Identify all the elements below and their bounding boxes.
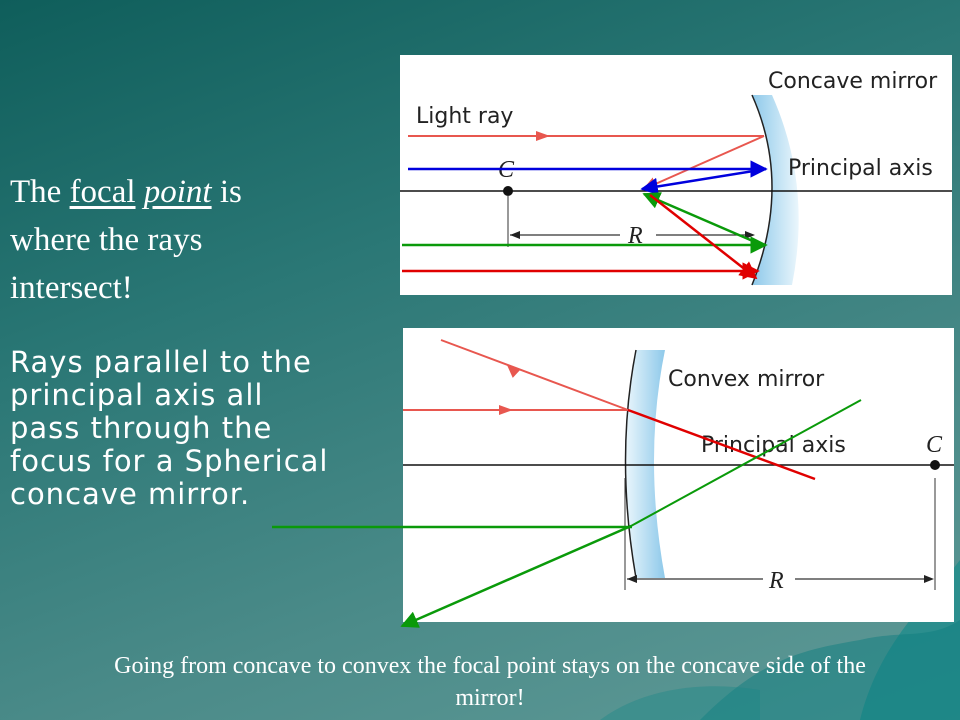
virtual-ray-red xyxy=(627,408,816,481)
principal-axis-label: Principal axis xyxy=(788,156,933,181)
point-word: point xyxy=(143,174,212,210)
reflected-ray-green xyxy=(630,399,862,527)
concave-mirror-label: Concave mirror xyxy=(768,69,938,94)
convex-mirror-diagram: C R Convex mirror Principal axis xyxy=(403,328,954,622)
convex-mirror-shape xyxy=(625,350,665,578)
center-point xyxy=(503,186,513,196)
caption: Going from concave to convex the focal p… xyxy=(114,653,866,711)
reflected-ray-blue xyxy=(640,167,767,196)
center-label: C xyxy=(926,432,943,458)
concave-mirror-diagram: C R Concave mirror Light ray Principal a… xyxy=(400,55,952,295)
concave-mirror-shape xyxy=(752,95,799,285)
explanation-text: Rays parallel to the principal axis all … xyxy=(10,345,329,511)
light-ray-label: Light ray xyxy=(416,104,513,129)
reflected-ray-red xyxy=(649,194,758,280)
radius-label: R xyxy=(768,568,784,594)
reflected-ray-green xyxy=(642,192,763,247)
reflected-ray-orange xyxy=(440,339,629,411)
reflected-ray-orange xyxy=(642,135,765,191)
focal-word: focal xyxy=(69,174,136,210)
focal-point-heading: The focal point is where the rays inters… xyxy=(10,174,242,306)
convex-mirror-label: Convex mirror xyxy=(668,367,825,392)
radius-label: R xyxy=(627,223,643,249)
center-point xyxy=(930,460,940,470)
